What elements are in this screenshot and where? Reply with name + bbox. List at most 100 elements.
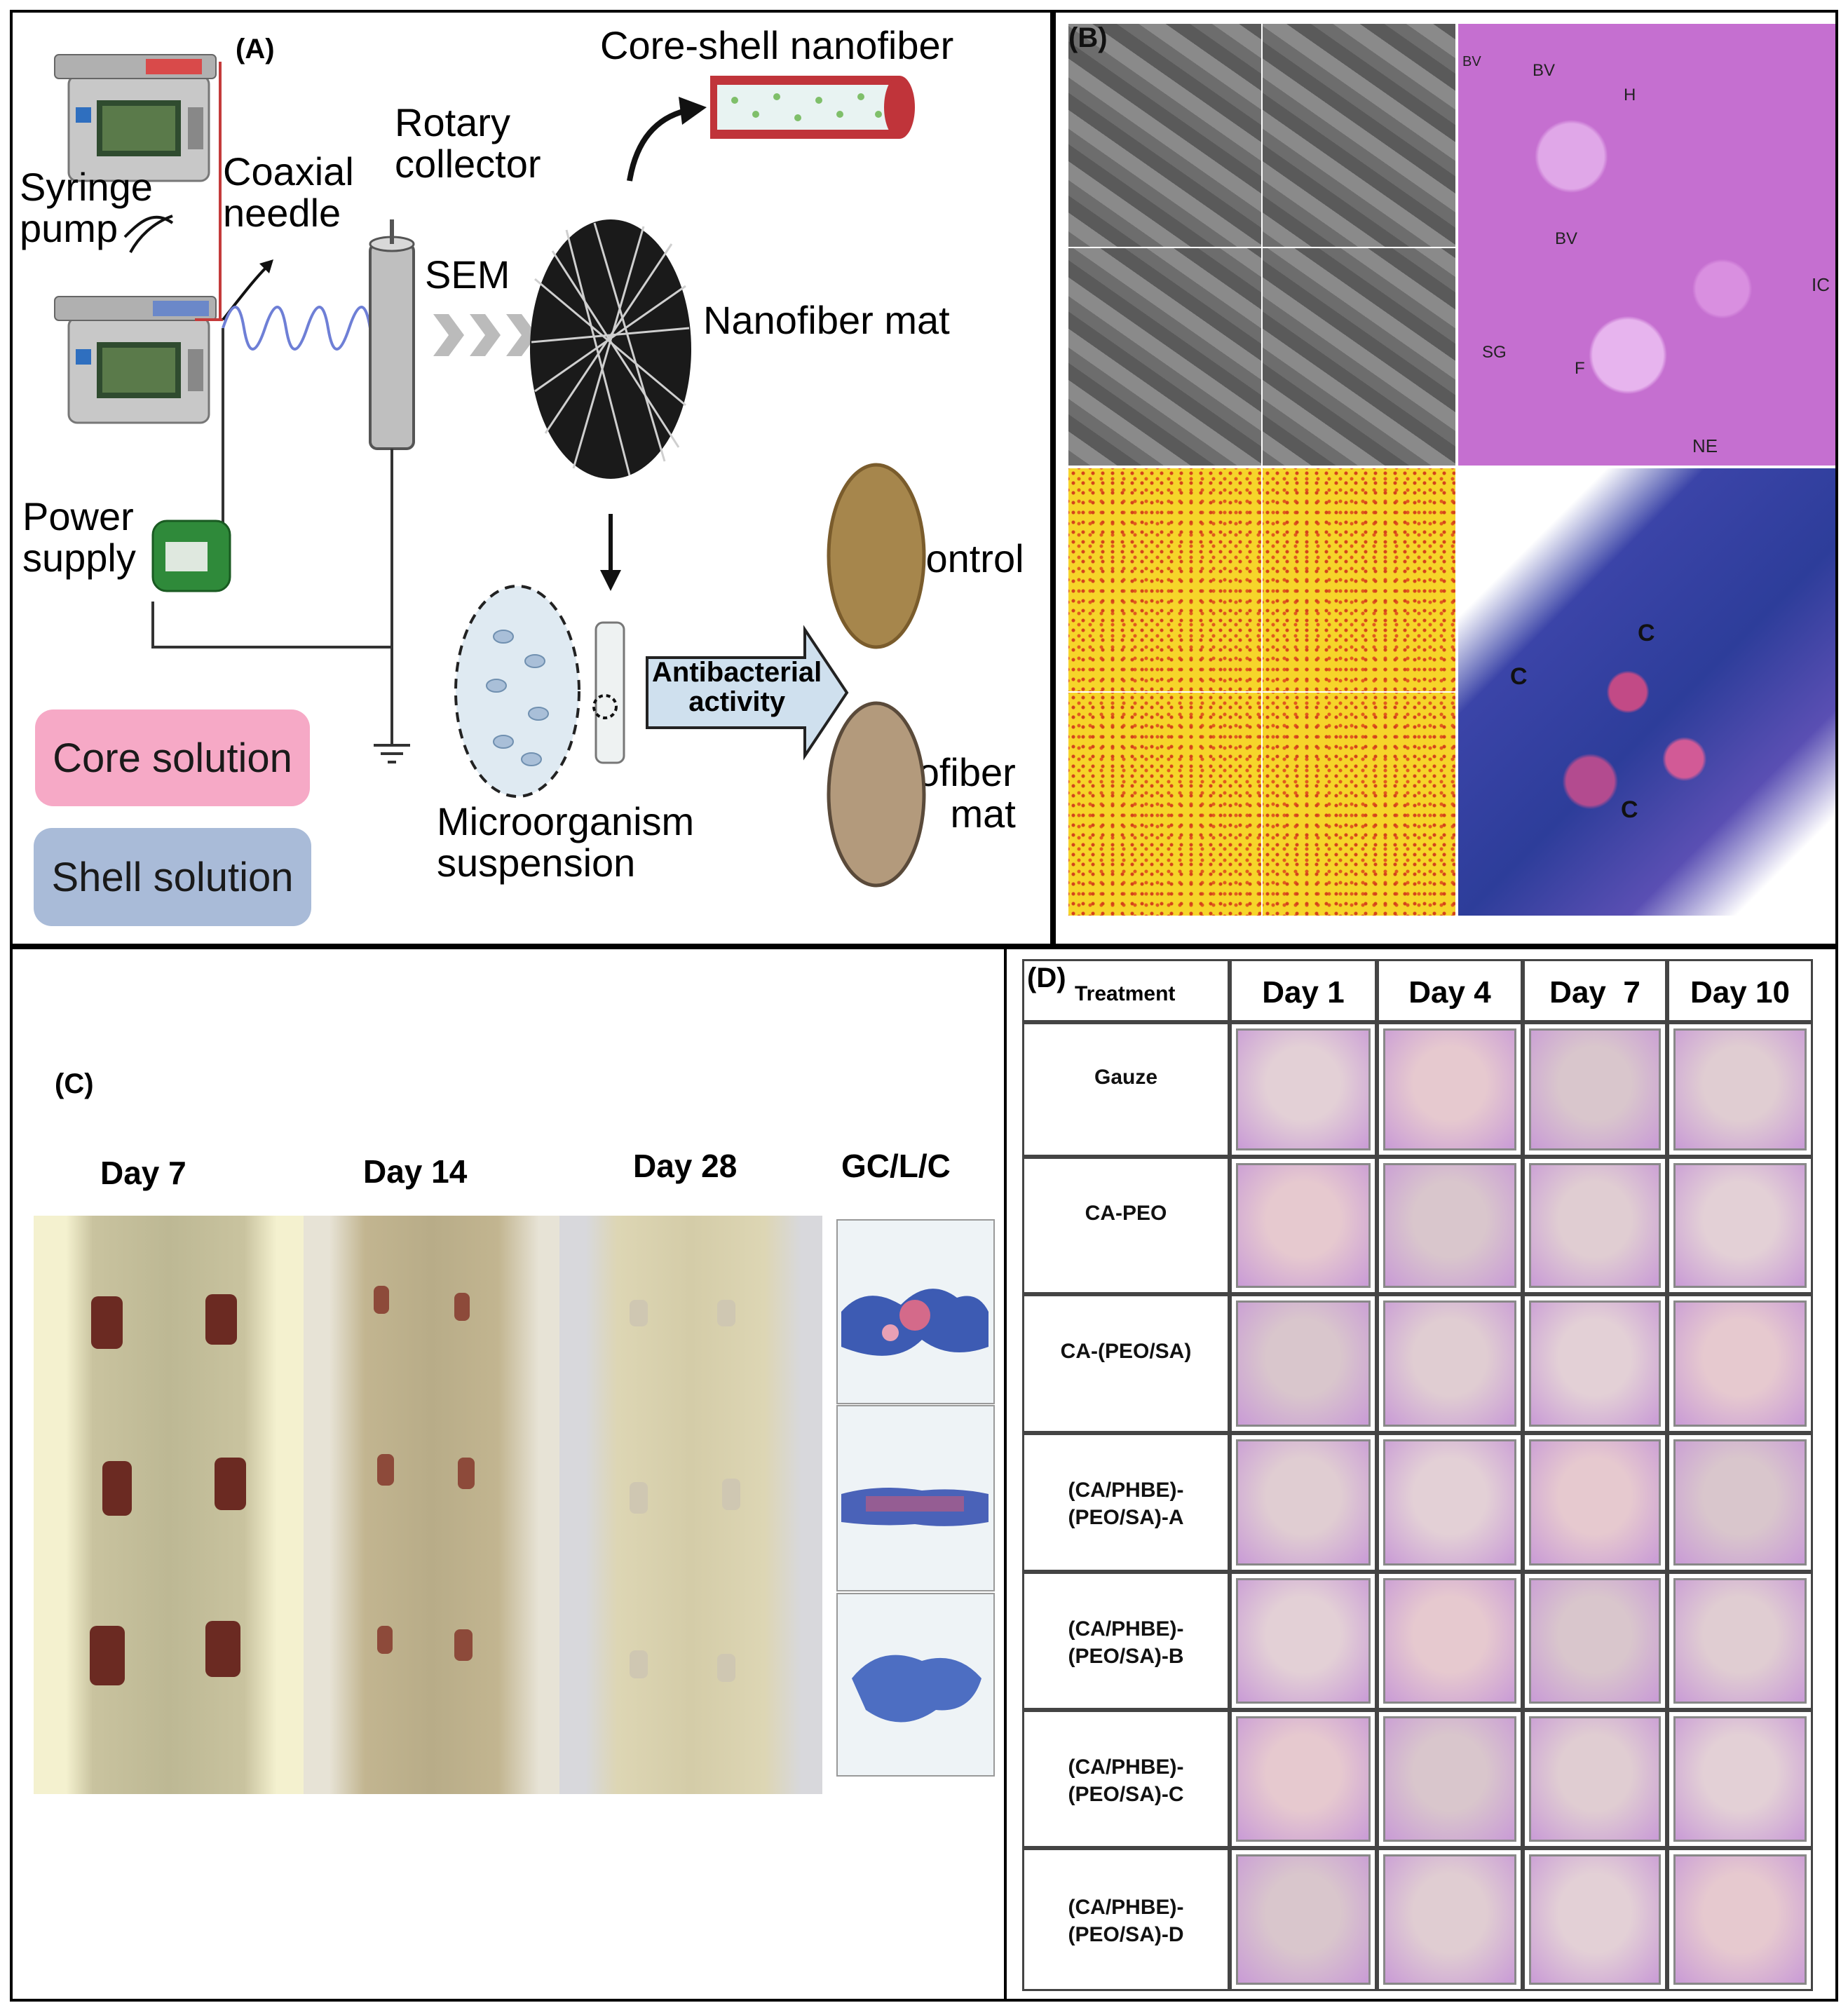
- skin-photo-cell: [1377, 1022, 1523, 1157]
- skin-photo: [1529, 1854, 1661, 1985]
- sem-image-c: [1068, 248, 1261, 466]
- he-label-h: H: [1624, 86, 1636, 104]
- skin-photo-cell: [1230, 1157, 1377, 1294]
- wound: [630, 1482, 648, 1514]
- wound: [374, 1286, 389, 1314]
- skin-photo: [1529, 1301, 1661, 1427]
- skin-photo-cell: [1377, 1294, 1523, 1433]
- panel-d-letter: (D): [1027, 963, 1066, 993]
- sem-image-a: [1068, 24, 1261, 247]
- core-shell-label: Core-shell nanofiber: [600, 23, 954, 67]
- wound: [205, 1621, 240, 1677]
- skin-photo-cell: [1377, 1710, 1523, 1848]
- apparatus-diagram: [123, 62, 926, 888]
- control-plate: [827, 463, 926, 649]
- skin-photo: [1236, 1028, 1371, 1150]
- he-label-ic: IC: [1812, 274, 1830, 295]
- skin-photo-cell: [1377, 1848, 1523, 1991]
- day-header: Day 10: [1690, 975, 1790, 1010]
- skin-photo-cell: [1667, 1572, 1813, 1710]
- skin-photo: [1383, 1716, 1516, 1842]
- skin-photo-cell: [1523, 1710, 1667, 1848]
- wound: [722, 1479, 740, 1510]
- mt-label-c-3: C: [1621, 796, 1638, 823]
- wound: [215, 1458, 246, 1510]
- wound: [717, 1300, 735, 1326]
- treatment-row-label: CA-PEO: [1085, 1202, 1167, 1225]
- histology-thumb-1: [836, 1219, 995, 1404]
- skin-photo: [1383, 1854, 1516, 1985]
- treatment-row-label-cell: CA-(PEO/SA): [1022, 1294, 1230, 1433]
- mt-label-c-2: C: [1638, 620, 1655, 646]
- panel-b: (B) BV BV H BV SG F IC NE C C C: [1053, 10, 1838, 946]
- skin-photo: [1673, 1439, 1807, 1566]
- day-header-cell: Day 4: [1377, 959, 1523, 1022]
- skin-photo-cell: [1667, 1710, 1813, 1848]
- skin-photo: [1383, 1578, 1516, 1704]
- skin-photo: [1383, 1163, 1516, 1288]
- day-header-cell: Day 1: [1230, 959, 1377, 1022]
- wound: [454, 1629, 473, 1661]
- wound: [377, 1454, 394, 1486]
- skin-photo: [1673, 1163, 1807, 1288]
- wound: [205, 1294, 237, 1345]
- skin-photo-cell: [1523, 1848, 1667, 1991]
- nanofiber-mat-label: Nanofiber mat: [703, 298, 950, 342]
- skin-photo-cell: [1377, 1433, 1523, 1572]
- skin-photo-cell: [1667, 1848, 1813, 1991]
- treatment-row-label: (CA/PHBE)- (PEO/SA)-D: [1068, 1896, 1184, 1946]
- skin-photo: [1236, 1439, 1371, 1566]
- rat-photo-day-14: [304, 1216, 559, 1794]
- masson-trichrome-image: [1458, 468, 1835, 916]
- histology-thumb-2: [836, 1405, 995, 1591]
- coaxial-needle-label: Coaxial needle: [223, 149, 354, 235]
- skin-photo-cell: [1377, 1572, 1523, 1710]
- wound: [377, 1626, 393, 1654]
- skin-photo-cell: [1667, 1294, 1813, 1433]
- nanofiber-mat-disc: [530, 219, 691, 479]
- skin-photo: [1673, 1028, 1807, 1150]
- skin-photo-cell: [1230, 1294, 1377, 1433]
- day-header-cell: Day 10: [1667, 959, 1813, 1022]
- day-header: Day 1: [1262, 975, 1345, 1010]
- wound: [102, 1461, 132, 1516]
- treatment-header: Treatment: [1075, 982, 1176, 1005]
- skin-photo: [1383, 1439, 1516, 1566]
- stain-image-a: [1068, 468, 1261, 691]
- skin-photo: [1673, 1578, 1807, 1704]
- syringe-pump-bottom-icon: [54, 296, 217, 424]
- nanofiber-plate: [827, 701, 926, 888]
- he-label-bv-2: BV: [1462, 54, 1481, 69]
- skin-photo-cell: [1523, 1157, 1667, 1294]
- rotary-collector-shape: [369, 243, 415, 450]
- skin-photo-cell: [1523, 1572, 1667, 1710]
- day-header: Day 7: [1549, 975, 1640, 1010]
- treatment-row-label-cell: (CA/PHBE)- (PEO/SA)-D: [1022, 1848, 1230, 1991]
- rat-photo-day-7: [34, 1216, 304, 1794]
- treatment-row-label-cell: (CA/PHBE)- (PEO/SA)-A: [1022, 1433, 1230, 1572]
- he-histology-image: [1458, 24, 1835, 466]
- rotary-collector-label: Rotary collector: [395, 100, 541, 186]
- he-label-sg: SG: [1482, 343, 1507, 362]
- skin-photo-cell: [1523, 1433, 1667, 1572]
- skin-photo: [1236, 1301, 1371, 1427]
- treatment-header-cell: (D) Treatment: [1022, 959, 1230, 1022]
- shell-solution-badge: Shell solution: [34, 828, 311, 926]
- stain-image-b: [1263, 468, 1455, 691]
- day-label-28: Day 28: [633, 1148, 738, 1184]
- sem-label: SEM: [425, 252, 510, 297]
- skin-photo-cell: [1230, 1433, 1377, 1572]
- panel-c: (C) Day 7 Day 14 Day 28 GC/L/C: [10, 946, 1012, 2002]
- he-label-bv-3: BV: [1555, 229, 1578, 248]
- skin-photo: [1383, 1301, 1516, 1427]
- skin-photo: [1529, 1028, 1661, 1150]
- treatment-row-label: (CA/PHBE)- (PEO/SA)-C: [1068, 1755, 1184, 1806]
- skin-photo-cell: [1230, 1022, 1377, 1157]
- power-supply-label: Power supply: [22, 494, 136, 580]
- treatment-row-label: (CA/PHBE)- (PEO/SA)-B: [1068, 1617, 1184, 1668]
- antibacterial-label: Antibacterial activity: [652, 657, 822, 717]
- treatment-row-label: (CA/PHBE)- (PEO/SA)-A: [1068, 1479, 1184, 1529]
- day-label-14: Day 14: [363, 1153, 468, 1190]
